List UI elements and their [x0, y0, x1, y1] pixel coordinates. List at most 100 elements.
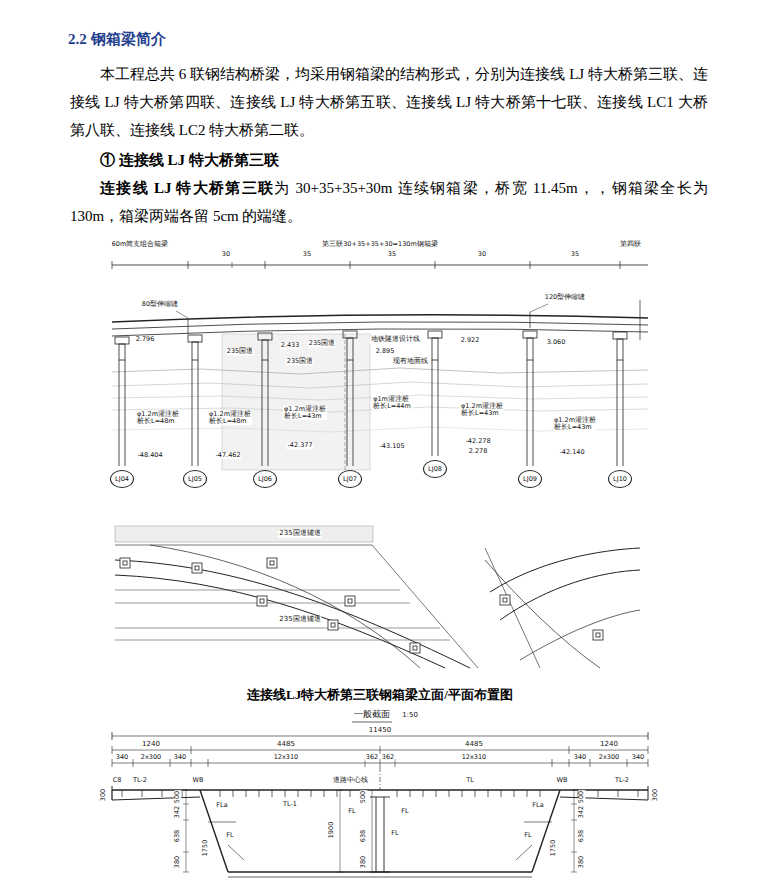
drawing-label: -43.105 [378, 443, 405, 450]
dimension-label: 1750 [202, 839, 209, 858]
bold-lead: 连接线 LJ 特大桥第三联 [100, 180, 274, 196]
drawing-label: 第四联 [619, 241, 642, 248]
drawing-label: 1240 [141, 741, 161, 749]
pier-number-circle: LJ07 [338, 470, 362, 488]
drawing-label: 一般截面 [353, 710, 391, 720]
drawing-label: 30 [221, 251, 231, 258]
drawing-label: 现有地面线 [392, 358, 429, 365]
pier-number-circle: LJ05 [183, 470, 207, 488]
body-paragraph: 连接线 LJ 特大桥第三联为 30+35+35+30m 连续钢箱梁，桥宽 11.… [70, 174, 708, 230]
drawing-label: FLa [215, 802, 228, 809]
pier-number: LJ09 [523, 476, 537, 483]
dimension-label: 300 [100, 788, 107, 802]
drawing-label: -42.278 [464, 438, 491, 445]
drawing-label: -42.140 [558, 449, 585, 456]
drawing-label: FL [390, 830, 399, 837]
drawing-label: FL [225, 832, 234, 839]
dimension-label: 380 [360, 855, 367, 869]
pier-number-circle: LJ04 [110, 470, 134, 488]
drawing-label: 235国道辅道 [278, 530, 321, 538]
dimension-label: 1900 [328, 821, 335, 840]
drawing-label: -48.404 [136, 452, 163, 459]
drawing-label: WB [556, 777, 569, 784]
drawing-label: 235国道辅道 [278, 616, 321, 624]
drawing-label: 2.895 [375, 348, 396, 355]
pier-number: LJ10 [613, 476, 627, 483]
dimension-label: 638 [360, 829, 367, 843]
drawing-label: φ1.2m灌注桩 桩长L=43m [283, 406, 327, 420]
dimension-label: 638 [578, 829, 585, 843]
drawing-label: 2.433 [280, 342, 301, 349]
drawing-label: WB [192, 777, 205, 784]
drawing-label: 120型伸缩缝 [544, 294, 586, 301]
pier-number: LJ07 [343, 476, 357, 483]
drawing-label: 235国道 [286, 358, 314, 365]
drawing-label: 2.278 [468, 448, 489, 455]
drawing-label: C8 [112, 777, 123, 784]
drawing-label: φ1.2m灌注桩 桩长L=48m [208, 411, 252, 425]
drawing-label: φ1.2m灌注桩 桩长L=43m [553, 417, 597, 431]
drawing-label: 4485 [276, 741, 296, 749]
dimension-label: 342 [578, 805, 585, 819]
drawing-label: 2.922 [460, 337, 481, 344]
drawing-label: 道路中心线 [332, 777, 369, 784]
dimension-label: 500 [174, 790, 181, 804]
drawing-label: 30 [477, 251, 487, 258]
drawing-label: 12x310 [273, 754, 300, 761]
drawing-label: 362 [381, 754, 395, 761]
dimension-label: 638 [174, 829, 181, 843]
drawing-label: 地铁隧道设计线 [370, 336, 421, 343]
drawing-label: TL-2 [614, 777, 630, 784]
drawing-label: 2x300 [140, 754, 162, 761]
dimension-label: 300 [652, 788, 659, 802]
drawing-label: 1:50 [401, 712, 419, 720]
drawing-label: 362 [365, 754, 379, 761]
dimension-label: 380 [578, 855, 585, 869]
pier-number-circle: LJ09 [518, 470, 542, 488]
drawing-label: 340 [115, 754, 129, 761]
drawing-label: 60m简支组合箱梁 [111, 241, 170, 248]
sub-heading: ① 连接线 LJ 特大桥第三联 [100, 146, 279, 174]
pier-number: LJ08 [428, 466, 442, 473]
drawing-label: φ1m灌注桩 桩长L=44m [372, 396, 412, 410]
drawing-label: 2x300 [598, 754, 620, 761]
drawing-label: TL [465, 777, 475, 784]
pier-number: LJ06 [258, 476, 272, 483]
figure-caption: 连接线LJ特大桥第三联钢箱梁立面/平面布置图 [247, 686, 513, 704]
drawing-label: 235国道 [308, 340, 336, 347]
drawing-label: φ1.2m灌注桩 桩长L=48m [136, 411, 180, 425]
drawing-label: FL [400, 808, 409, 815]
drawing-label: 340 [631, 754, 645, 761]
pier-number: LJ04 [115, 476, 129, 483]
drawing-label: 1240 [599, 741, 619, 749]
drawing-label: 235国道 [226, 348, 254, 355]
drawing-label: TL-2 [132, 777, 148, 784]
drawing-label: FLa [531, 802, 544, 809]
pier-number: LJ05 [188, 476, 202, 483]
drawing-label: 11450 [368, 727, 392, 735]
pier-number-circle: LJ06 [253, 470, 277, 488]
body-paragraph: 本工程总共 6 联钢结构桥梁，均采用钢箱梁的结构形式，分别为连接线 LJ 特大桥… [70, 60, 708, 144]
drawing-label: 340 [173, 754, 187, 761]
dimension-label: 500 [360, 790, 367, 804]
drawing-label: FL [347, 808, 356, 815]
drawing-label: 4485 [464, 741, 484, 749]
drawing-label: -47.462 [214, 452, 241, 459]
drawing-label: TL-1 [282, 801, 298, 808]
drawing-label: 12x310 [461, 754, 488, 761]
dimension-label: 500 [578, 790, 585, 804]
drawing-label: 3.060 [546, 339, 567, 346]
drawing-label: 2.796 [135, 336, 156, 343]
pier-number-circle: LJ08 [423, 460, 447, 478]
drawing-label: 80型伸缩缝 [141, 301, 179, 308]
drawing-label: 35 [302, 251, 312, 258]
drawing-label: 340 [573, 754, 587, 761]
dimension-label: 1750 [550, 839, 557, 858]
section-heading: 2.2 钢箱梁简介 [68, 30, 166, 49]
drawing-label: 35 [570, 251, 580, 258]
drawing-label: 35 [387, 251, 397, 258]
drawing-label: 第三联30+35+35+30=130m钢箱梁 [321, 241, 439, 248]
dimension-label: 380 [174, 855, 181, 869]
pier-number-circle: LJ10 [608, 470, 632, 488]
